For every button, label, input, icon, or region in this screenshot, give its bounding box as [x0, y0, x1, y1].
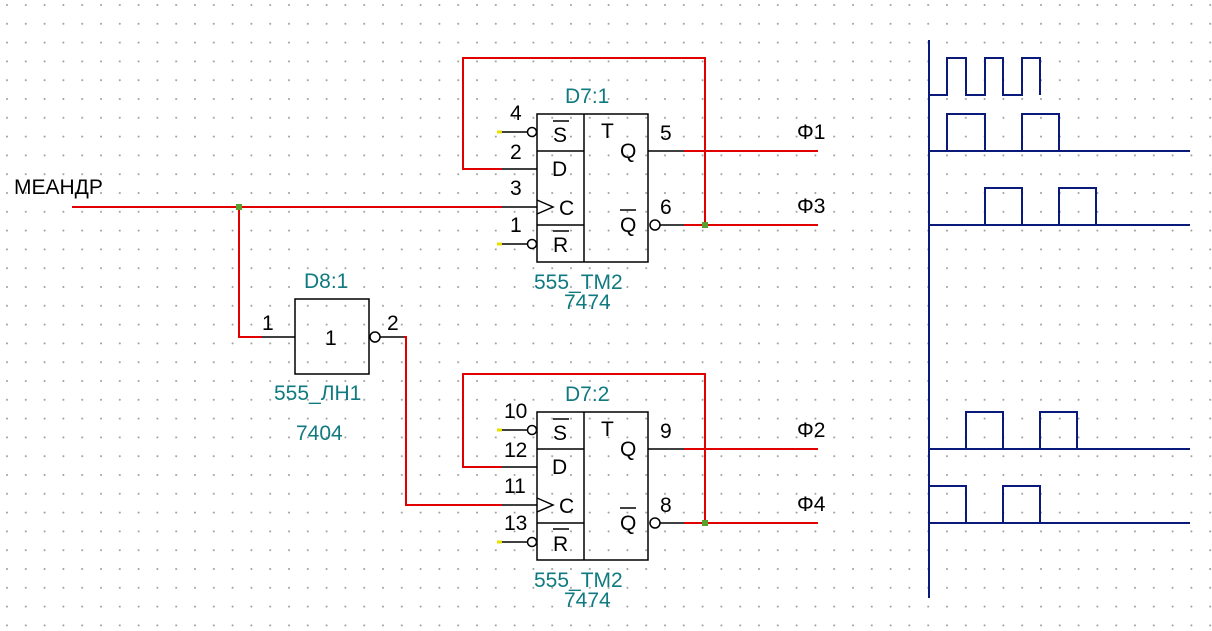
inverter-part: 7404	[296, 422, 343, 445]
waveform-meander	[929, 57, 1041, 96]
waveform-f4-pulse	[929, 485, 967, 523]
waveform-f1-pulse	[1021, 113, 1060, 151]
label-s: S	[553, 422, 567, 445]
inverter-d8[interactable]: D8:1 1 1 2 555_ЛН1 7404	[262, 270, 404, 445]
flipflop-part: 7474	[564, 589, 611, 612]
waveform-f3-pulse	[1058, 187, 1097, 225]
net-label-f1: Φ1	[797, 121, 825, 144]
junction-dot	[236, 204, 242, 210]
flipflop-d7-1[interactable]: D7:1 S D C R T Q Q 4 2 3 1 5 6 555_Т	[497, 85, 684, 314]
pin-number: 1	[262, 312, 274, 335]
inversion-bubble	[369, 331, 381, 343]
wire-inverted-clock[interactable]	[404, 336, 502, 506]
wire-feedback-1[interactable]	[462, 57, 706, 225]
pin-number: 2	[387, 312, 399, 335]
label-d: D	[552, 158, 567, 181]
inversion-bubble	[649, 517, 661, 529]
net-label-f3: Φ3	[797, 195, 825, 218]
pin-number: 1	[510, 214, 522, 237]
label-r: R	[553, 533, 568, 556]
pin-number: 13	[504, 512, 527, 535]
junction-dot	[702, 520, 708, 526]
label-q: Q	[620, 438, 636, 461]
inversion-bubble	[526, 536, 538, 548]
net-label-f4: Φ4	[797, 493, 826, 516]
clock-triangle	[536, 199, 555, 215]
pin-number: 2	[510, 141, 522, 164]
label-d: D	[552, 456, 567, 479]
waveform-f2-pulse	[965, 411, 1004, 449]
waveform-f2-pulse	[1039, 411, 1078, 449]
label-q: Q	[620, 140, 636, 163]
label-s: S	[553, 124, 567, 147]
wire-to-inverter[interactable]	[238, 207, 262, 338]
net-label-f2: Φ2	[797, 419, 825, 442]
label-c: C	[559, 197, 574, 220]
clock-triangle	[536, 497, 555, 513]
flipflop-type: 555_ТМ2	[534, 569, 623, 592]
pin-number: 8	[660, 494, 672, 517]
label-t: T	[601, 418, 614, 441]
pin-number: 6	[660, 196, 672, 219]
net-label-meander: МЕАНДР	[14, 176, 103, 199]
pin-number: 9	[660, 420, 672, 443]
flipflop-body	[536, 411, 649, 561]
pin-number: 5	[660, 122, 672, 145]
inverter-symbol: 1	[325, 327, 337, 350]
label-c: C	[559, 495, 574, 518]
inverter-body	[294, 298, 370, 375]
flipflop-ref: D7:1	[565, 85, 609, 108]
inverter-ref: D8:1	[304, 270, 348, 293]
timing-diagram	[928, 40, 1190, 598]
waveform-f3-pulse	[984, 187, 1023, 225]
inversion-bubble	[526, 126, 538, 138]
flipflop-type: 555_ТМ2	[534, 271, 623, 294]
label-r: R	[553, 234, 568, 257]
flipflop-body	[536, 113, 649, 263]
wire-feedback-2[interactable]	[462, 373, 706, 523]
inversion-bubble	[526, 424, 538, 436]
label-t: T	[601, 120, 614, 143]
waveform-f1-pulse	[946, 113, 986, 151]
inverter-type: 555_ЛН1	[274, 382, 361, 405]
flipflop-ref: D7:2	[565, 383, 609, 406]
flipflop-d7-2[interactable]: D7:2 S D C R T Q Q 10 12 11 13 9 8 555_Т…	[497, 383, 684, 612]
pin-number: 11	[504, 475, 526, 498]
pin-number: 3	[510, 177, 522, 200]
waveform-f4-pulse	[1002, 485, 1041, 523]
inversion-bubble	[526, 238, 538, 250]
pin-number: 10	[504, 400, 527, 423]
pin-number: 4	[510, 102, 522, 125]
inversion-bubble	[649, 219, 661, 231]
label-qn: Q	[620, 214, 636, 237]
junction-dot	[702, 222, 708, 228]
pin-number: 12	[504, 439, 527, 462]
flipflop-part: 7474	[564, 291, 611, 314]
label-qn: Q	[620, 512, 636, 535]
